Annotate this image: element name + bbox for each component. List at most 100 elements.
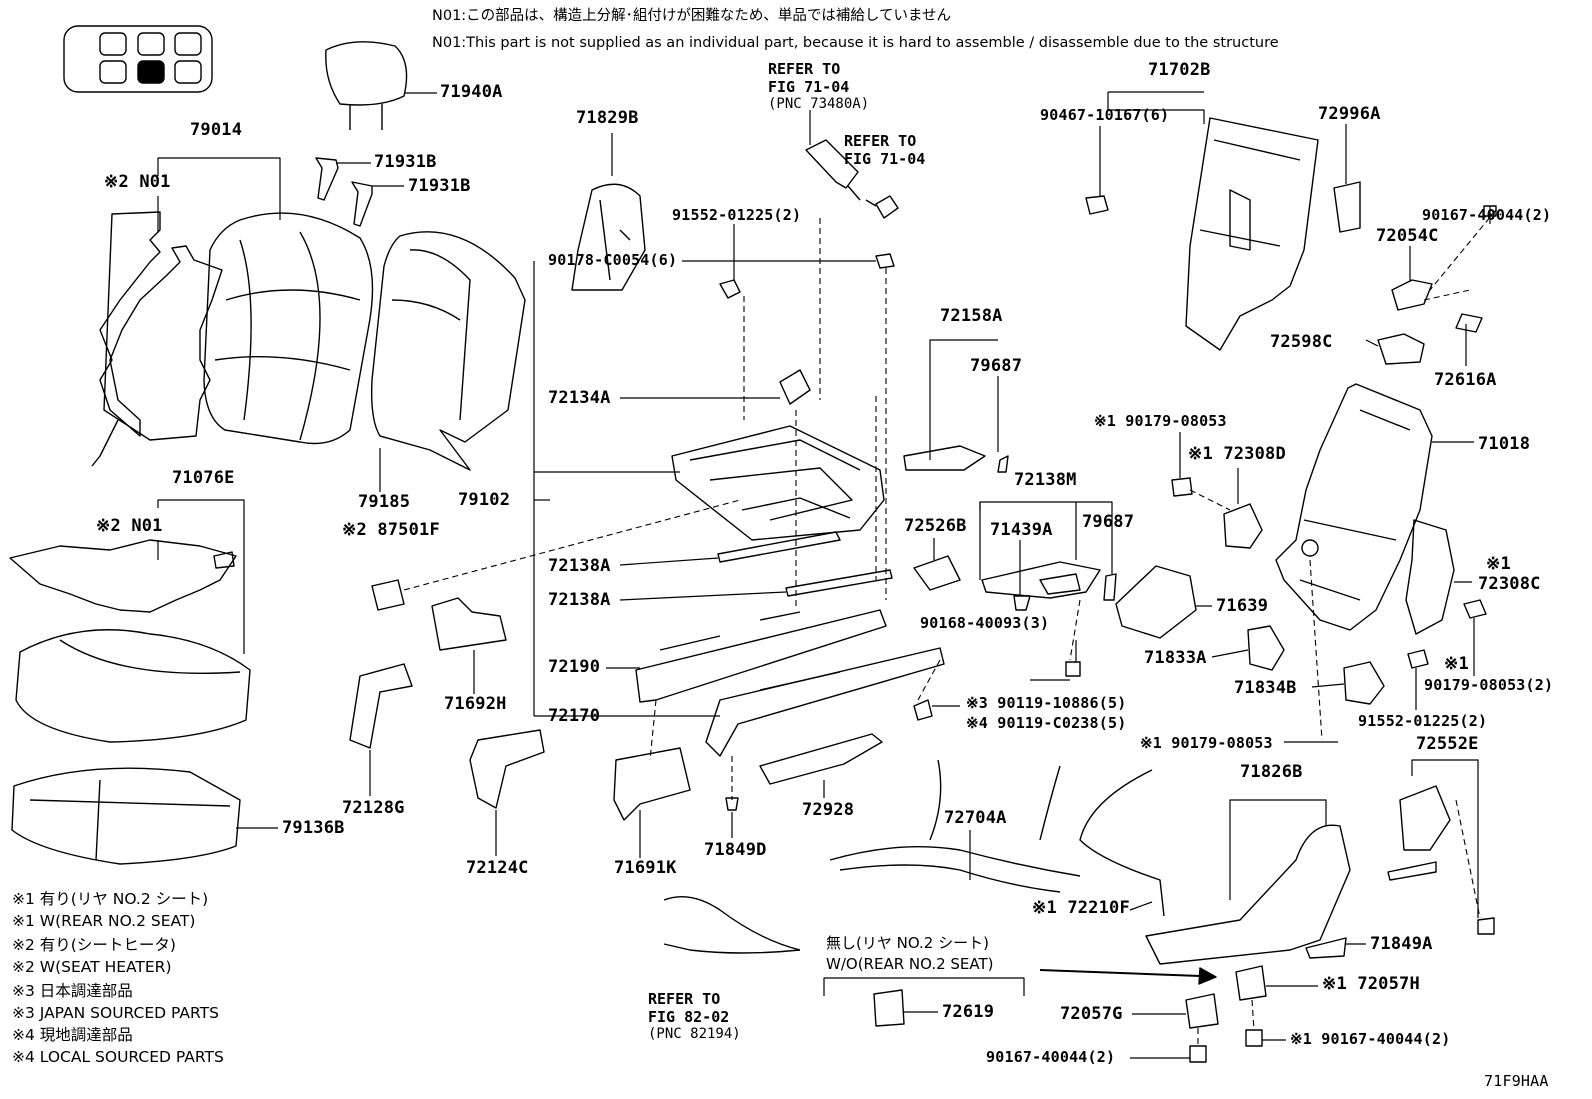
recliner-72308C-part <box>1405 519 1455 635</box>
part-label[interactable]: 72124C <box>466 858 529 878</box>
part-label[interactable]: 72552E <box>1416 734 1479 754</box>
seatback-board-part <box>1185 117 1319 351</box>
legend-line: ※2 有り(シートヒータ) <box>12 936 176 954</box>
part-label[interactable]: ※4 90119-C0238(5) <box>966 714 1127 732</box>
part-label[interactable]: 72128G <box>342 798 405 818</box>
switch-72057H-part <box>1235 965 1267 1001</box>
part-label[interactable]: 71639 <box>1216 596 1269 616</box>
part-label[interactable]: 72138A <box>548 556 611 576</box>
part-label[interactable]: ※1 90179-08053 <box>1140 734 1273 752</box>
part-label[interactable]: 79102 <box>458 490 511 510</box>
part-label[interactable]: 79687 <box>970 356 1023 376</box>
part-label[interactable]: 71931B <box>408 176 471 196</box>
part-label[interactable]: ※3 90119-10886(5) <box>966 694 1127 712</box>
bolt-right-part <box>1407 649 1429 669</box>
note-jp: N01:この部品は、構造上分解･組付けが困難なため、単品では補給していません <box>432 8 952 24</box>
part-label[interactable]: 72704A <box>944 808 1007 828</box>
part-label[interactable]: 90467-10167(6) <box>1040 106 1170 124</box>
side-shield-part <box>571 183 646 291</box>
seatback-heater-part <box>91 211 223 467</box>
cover-71834B-part <box>1343 661 1385 705</box>
part-label[interactable]: 90179-08053(2) <box>1424 676 1554 694</box>
part-label[interactable]: 71940A <box>440 82 503 102</box>
handle-72598C-part <box>1377 313 1483 365</box>
part-label[interactable]: 90168-40093(3) <box>920 614 1050 632</box>
part-label[interactable]: 71826B <box>1240 762 1303 782</box>
part-label[interactable]: 79687 <box>1082 512 1135 532</box>
part-label[interactable]: ※1 72057H <box>1322 974 1420 994</box>
part-label[interactable]: 71692H <box>444 694 507 714</box>
part-label[interactable]: 71439A <box>990 520 1053 540</box>
part-label[interactable]: 72170 <box>548 706 601 726</box>
bolt-90168-part <box>1065 661 1081 677</box>
reclining-cover-part <box>903 445 1009 473</box>
part-label[interactable]: 71829B <box>576 108 639 128</box>
part-label[interactable]: 72158A <box>940 306 1003 326</box>
part-label[interactable]: 72138M <box>1014 470 1077 490</box>
legend-line: ※3 JAPAN SOURCED PARTS <box>12 1004 219 1022</box>
part-label[interactable]: 79014 <box>190 120 243 140</box>
part-label[interactable]: 72134A <box>548 388 611 408</box>
part-label[interactable]: 71018 <box>1478 434 1531 454</box>
part-label[interactable]: ※2 N01 <box>104 172 171 192</box>
variant-label-en: W/O(REAR NO.2 SEAT) <box>826 955 994 973</box>
part-label[interactable]: 71691K <box>614 858 677 878</box>
seat-cushion-cover-part <box>11 767 241 865</box>
part-label[interactable]: 71834B <box>1234 678 1297 698</box>
part-label[interactable]: 90167-40044(2) <box>1422 206 1552 224</box>
nut-90178-part <box>875 253 895 269</box>
part-label[interactable]: ※1 72308D <box>1188 444 1286 464</box>
part-label[interactable]: 72138A <box>548 590 611 610</box>
cover-72928-part <box>759 733 883 785</box>
refer-fig-71-04-buckle[interactable]: REFER TO FIG 71-04 (PNC 73480A) <box>768 60 869 113</box>
part-label[interactable]: 91552-01225(2) <box>1358 712 1488 730</box>
part-label[interactable]: 72057G <box>1060 1004 1123 1024</box>
part-label[interactable]: 71833A <box>1144 648 1207 668</box>
cover-71692H-part <box>431 597 507 651</box>
part-label[interactable]: 79136B <box>282 818 345 838</box>
buckle-part <box>805 139 861 201</box>
part-label[interactable]: 72928 <box>802 800 855 820</box>
part-label[interactable]: 71076E <box>172 468 235 488</box>
seatback-pad-part <box>370 231 526 471</box>
part-label[interactable]: 72308C <box>1478 574 1541 594</box>
part-label[interactable]: 72996A <box>1318 104 1381 124</box>
part-label[interactable]: 72619 <box>942 1002 995 1022</box>
refer-line2: FIG 82-02 <box>648 1008 730 1026</box>
part-label[interactable]: 71849D <box>704 840 767 860</box>
part-label[interactable]: ※1 <box>1444 654 1469 674</box>
refer-fig-82-02[interactable]: REFER TO FIG 82-02 (PNC 82194) <box>648 990 741 1043</box>
legend-line: ※4 LOCAL SOURCED PARTS <box>12 1048 224 1066</box>
part-label[interactable]: 90178-C0054(6) <box>548 251 678 269</box>
part-label[interactable]: ※1 <box>1486 554 1511 574</box>
cushion-heater-part <box>9 539 237 613</box>
cover-71639-part <box>1115 565 1197 639</box>
part-label[interactable]: 72598C <box>1270 332 1333 352</box>
nut-right-part <box>1463 599 1487 619</box>
part-label[interactable]: 72616A <box>1434 370 1497 390</box>
cover-72128G-part <box>349 663 413 749</box>
part-label[interactable]: 71931B <box>374 152 437 172</box>
part-label[interactable]: 91552-01225(2) <box>672 206 802 224</box>
recliner-72308D-part <box>1223 503 1263 549</box>
refer-line1: REFER TO <box>648 990 721 1008</box>
part-label[interactable]: 90167-40044(2) <box>986 1048 1116 1066</box>
seat-adjuster-lower-part <box>705 647 945 757</box>
part-label[interactable]: ※1 90179-08053 <box>1094 412 1227 430</box>
part-label[interactable]: 71702B <box>1148 60 1211 80</box>
part-label[interactable]: 79185 <box>358 492 411 512</box>
clip-71849A-part <box>1305 937 1347 959</box>
part-label[interactable]: 71849A <box>1370 934 1433 954</box>
part-label[interactable]: ※1 90167-40044(2) <box>1290 1030 1451 1048</box>
part-label[interactable]: 72526B <box>904 516 967 536</box>
part-label[interactable]: 72190 <box>548 657 601 677</box>
refer-fig-71-04-bolt[interactable]: REFER TO FIG 71-04 <box>844 132 925 168</box>
part-label[interactable]: ※2 N01 <box>96 516 163 536</box>
wire-harness-part <box>829 759 1081 893</box>
part-label[interactable]: ※1 72210F <box>1032 898 1130 918</box>
part-label[interactable]: 72054C <box>1376 226 1439 246</box>
refer-line2: FIG 71-04 <box>844 150 926 168</box>
cushion-shield-part <box>1145 824 1351 965</box>
part-label[interactable]: ※2 87501F <box>342 520 440 540</box>
